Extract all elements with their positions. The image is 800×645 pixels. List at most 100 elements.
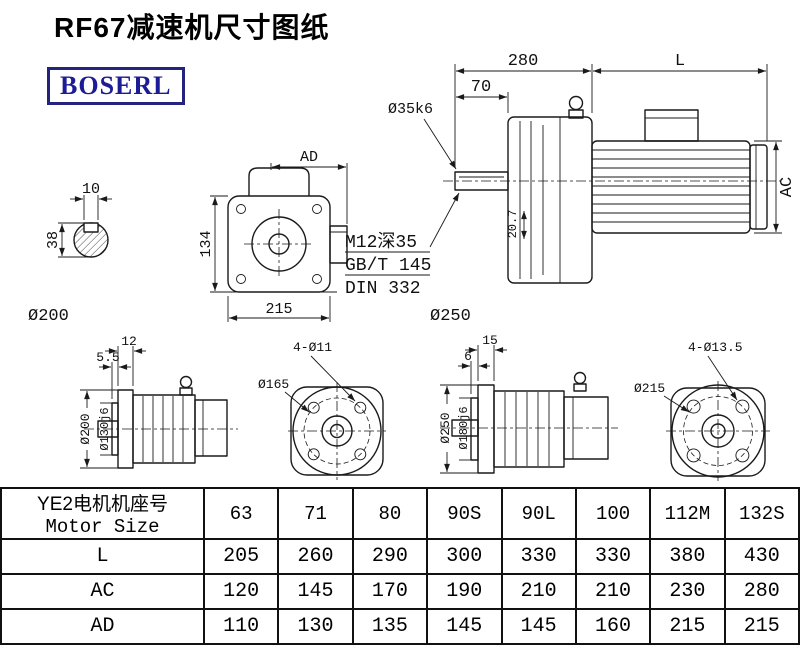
dim-keyway-width: 10 <box>82 181 100 198</box>
label-o215: Ø215 <box>634 381 665 396</box>
dim-ad: AD <box>300 149 318 166</box>
bolt-hole <box>354 401 367 414</box>
note-din332: DIN 332 <box>345 279 421 299</box>
dim-value-cell: 280 <box>723 573 800 610</box>
motor-body <box>591 140 751 234</box>
eyebolt-icon <box>573 371 587 385</box>
dim-value-cell: 145 <box>426 608 503 645</box>
table-row-AC: AC 120 145 170 190 210 210 230 280 <box>0 573 800 610</box>
flange200-side-view: 12 5.5 Ø200 Ø130j6 <box>78 334 238 469</box>
dim-row-label: AC <box>0 573 205 610</box>
dim-value-cell: 430 <box>723 538 800 575</box>
label-shaft-dia: Ø35k6 <box>388 101 433 118</box>
page-title: RF67减速机尺寸图纸 <box>54 12 330 43</box>
dim-row-label: AD <box>0 608 205 645</box>
bolt-hole <box>686 399 701 414</box>
label-o165: Ø165 <box>258 377 289 392</box>
dim-value-cell: 290 <box>351 538 429 575</box>
label-flange-o250: Ø250 <box>430 307 471 326</box>
dim-value-cell: 145 <box>500 608 577 645</box>
dim-value-cell: 215 <box>723 608 800 645</box>
dim-l: L <box>675 52 685 71</box>
gearbox-front-view: AD 134 215 <box>198 149 348 322</box>
bolt-hole <box>735 399 750 414</box>
bolt-hole <box>354 448 367 461</box>
label-o250-flange-dia: Ø250 <box>438 412 453 443</box>
motor-dimension-table: YE2电机机座号 Motor Size 63 71 80 90S 90L 100… <box>0 487 800 645</box>
dim-value-cell: 210 <box>574 573 652 610</box>
flange-disc <box>477 384 495 474</box>
size-header-cell: 71 <box>277 487 354 540</box>
dim-value-cell: 205 <box>202 538 280 575</box>
motor-size-header-cn: YE2电机机座号 <box>37 494 168 515</box>
dim-value-cell: 135 <box>351 608 429 645</box>
dim-value-cell: 210 <box>500 573 577 610</box>
size-header-cell: 100 <box>574 487 652 540</box>
gearbox-body <box>507 116 593 284</box>
dim-value-cell: 380 <box>649 538 726 575</box>
dim-12: 12 <box>121 334 137 349</box>
dim-value-cell: 120 <box>202 573 280 610</box>
bolt-hole <box>686 448 701 463</box>
finned-body <box>493 390 565 468</box>
table-header-row: YE2电机机座号 Motor Size 63 71 80 90S 90L 100… <box>0 487 800 540</box>
dim-value-cell: 260 <box>277 538 354 575</box>
dim-shaft-height: 38 <box>45 231 62 249</box>
eyebolt-icon <box>179 375 193 389</box>
dim-280: 280 <box>508 52 539 71</box>
size-header-cell: 112M <box>649 487 726 540</box>
label-4-o11: 4-Ø11 <box>293 340 332 355</box>
size-header-cell: 90S <box>426 487 503 540</box>
size-header-cell: 63 <box>202 487 280 540</box>
size-header-cell: 80 <box>351 487 429 540</box>
label-flange-o200: Ø200 <box>28 307 69 326</box>
dim-15: 15 <box>482 333 498 348</box>
fan-cover <box>749 144 768 230</box>
dim-134: 134 <box>198 230 215 257</box>
keyway-notch <box>83 222 99 233</box>
dim-value-cell: 190 <box>426 573 503 610</box>
dim-5-5: 5.5 <box>96 350 119 365</box>
motor-size-header: YE2电机机座号 Motor Size <box>0 487 205 540</box>
dim-20-7: 20.7 <box>506 210 520 239</box>
note-gbt145: GB/T 145 <box>345 256 431 276</box>
bolt-hole <box>307 448 320 461</box>
label-o130j6: Ø130j6 <box>98 407 112 450</box>
label-o200-flange-dia: Ø200 <box>78 413 93 444</box>
table-row-AD: AD 110 130 135 145 145 160 215 215 <box>0 608 800 645</box>
gearbox-motor-side-view: 280 L 70 Ø35k6 AC 20.7 M12深35 GB/T 145 <box>345 52 797 299</box>
note-m12-tap: M12深35 <box>345 231 417 253</box>
bolt-hole <box>236 274 246 284</box>
bolt-hole <box>312 204 322 214</box>
dim-value-cell: 330 <box>574 538 652 575</box>
dim-6: 6 <box>464 349 472 364</box>
eyebolt-icon <box>568 95 584 111</box>
technical-drawing: 10 38 Ø200 AD <box>28 52 797 481</box>
label-4-o13-5: 4-Ø13.5 <box>688 340 743 355</box>
dim-value-cell: 215 <box>649 608 726 645</box>
flange250-side-view: 15 6 Ø250 Ø180j6 <box>438 333 618 474</box>
size-header-cell: 132S <box>723 487 800 540</box>
dim-value-cell: 230 <box>649 573 726 610</box>
dim-value-cell: 110 <box>202 608 280 645</box>
flange250-front-view: Ø215 4-Ø13.5 <box>634 340 770 481</box>
bolt-hole <box>312 274 322 284</box>
dim-ac: AC <box>778 177 797 197</box>
motor-size-header-en: Motor Size <box>45 516 160 538</box>
dim-row-label: L <box>0 538 205 575</box>
flange200-front-view: Ø165 4-Ø11 <box>258 340 386 480</box>
spigot <box>470 397 479 461</box>
size-header-cell: 90L <box>500 487 577 540</box>
boserl-logo: BOSERL <box>47 67 185 105</box>
dim-70: 70 <box>471 78 491 97</box>
dim-value-cell: 145 <box>277 573 354 610</box>
table-row-L: L 205 260 290 300 330 330 380 430 <box>0 538 800 575</box>
dim-value-cell: 130 <box>277 608 354 645</box>
dim-value-cell: 160 <box>574 608 652 645</box>
shaft-keyway-section-view: 10 38 <box>45 181 112 258</box>
dim-value-cell: 330 <box>500 538 577 575</box>
dim-215: 215 <box>265 301 292 318</box>
bolt-hole <box>236 204 246 214</box>
terminal-box <box>644 109 699 142</box>
